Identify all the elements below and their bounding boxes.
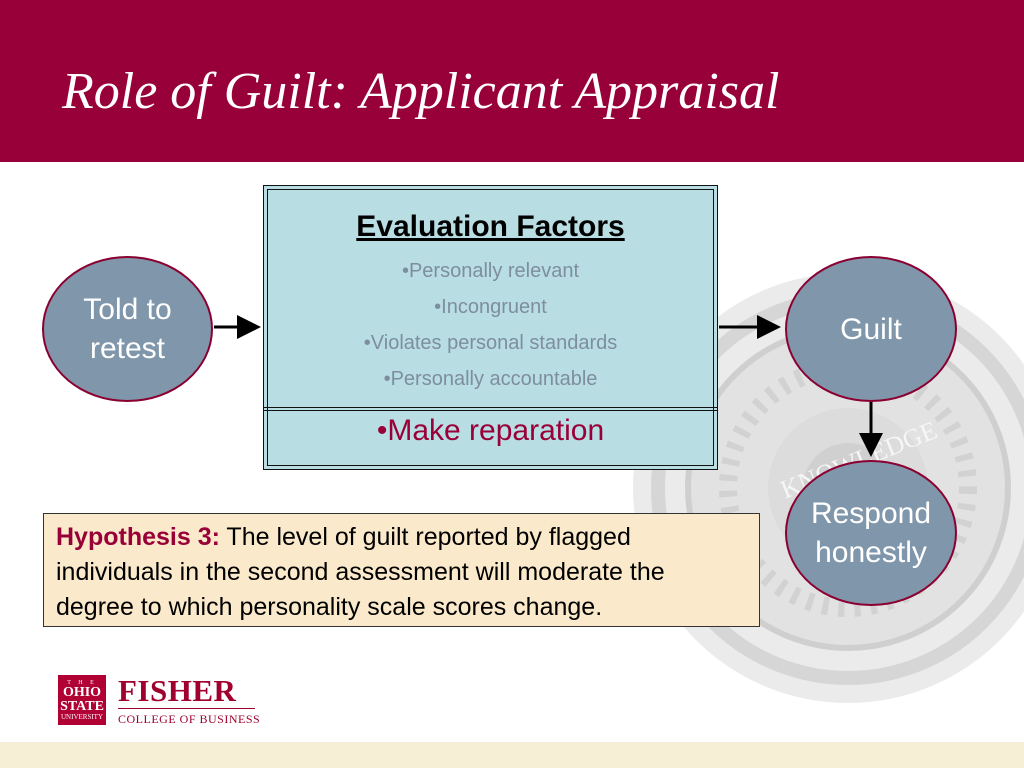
node-respond-label: Respond honestly bbox=[810, 497, 932, 569]
make-reparation: •Make reparation bbox=[376, 414, 605, 447]
title-bar: Role of Guilt: Applicant Appraisal bbox=[0, 0, 1024, 162]
evaluation-divider bbox=[263, 407, 718, 411]
factor-incongruent: •Incongruent bbox=[434, 296, 547, 318]
node-told-to-retest: Told to retest bbox=[42, 256, 213, 402]
osu-mark: T H E OHIO STATE UNIVERSITY bbox=[58, 675, 106, 725]
factor-personally-relevant: •Personally relevant bbox=[401, 260, 580, 282]
slide-title: Role of Guilt: Applicant Appraisal bbox=[62, 63, 780, 120]
fisher-logo: T H E OHIO STATE UNIVERSITY FISHER COLLE… bbox=[58, 673, 278, 727]
hypothesis-text: The level of guilt reported by flagged i… bbox=[56, 523, 665, 621]
college-of-business-text: COLLEGE OF BUSINESS bbox=[118, 712, 261, 726]
evaluation-heading: Evaluation Factors bbox=[356, 210, 625, 243]
hypothesis-box: Hypothesis 3: The level of guilt reporte… bbox=[43, 513, 760, 627]
node-guilt-label: Guilt bbox=[840, 312, 902, 346]
node-told-label: Told to retest bbox=[83, 293, 172, 365]
node-guilt: Guilt bbox=[785, 256, 957, 402]
fisher-wordmark: FISHER bbox=[118, 673, 237, 708]
node-respond-honestly: Respond honestly bbox=[785, 460, 957, 606]
factor-personally-accountable: •Personally accountable bbox=[383, 368, 598, 390]
factor-violates-standards: •Violates personal standards bbox=[363, 332, 618, 354]
evaluation-factors-box bbox=[263, 185, 718, 470]
hypothesis-label: Hypothesis 3: bbox=[56, 523, 220, 551]
footer-band bbox=[0, 742, 1024, 768]
